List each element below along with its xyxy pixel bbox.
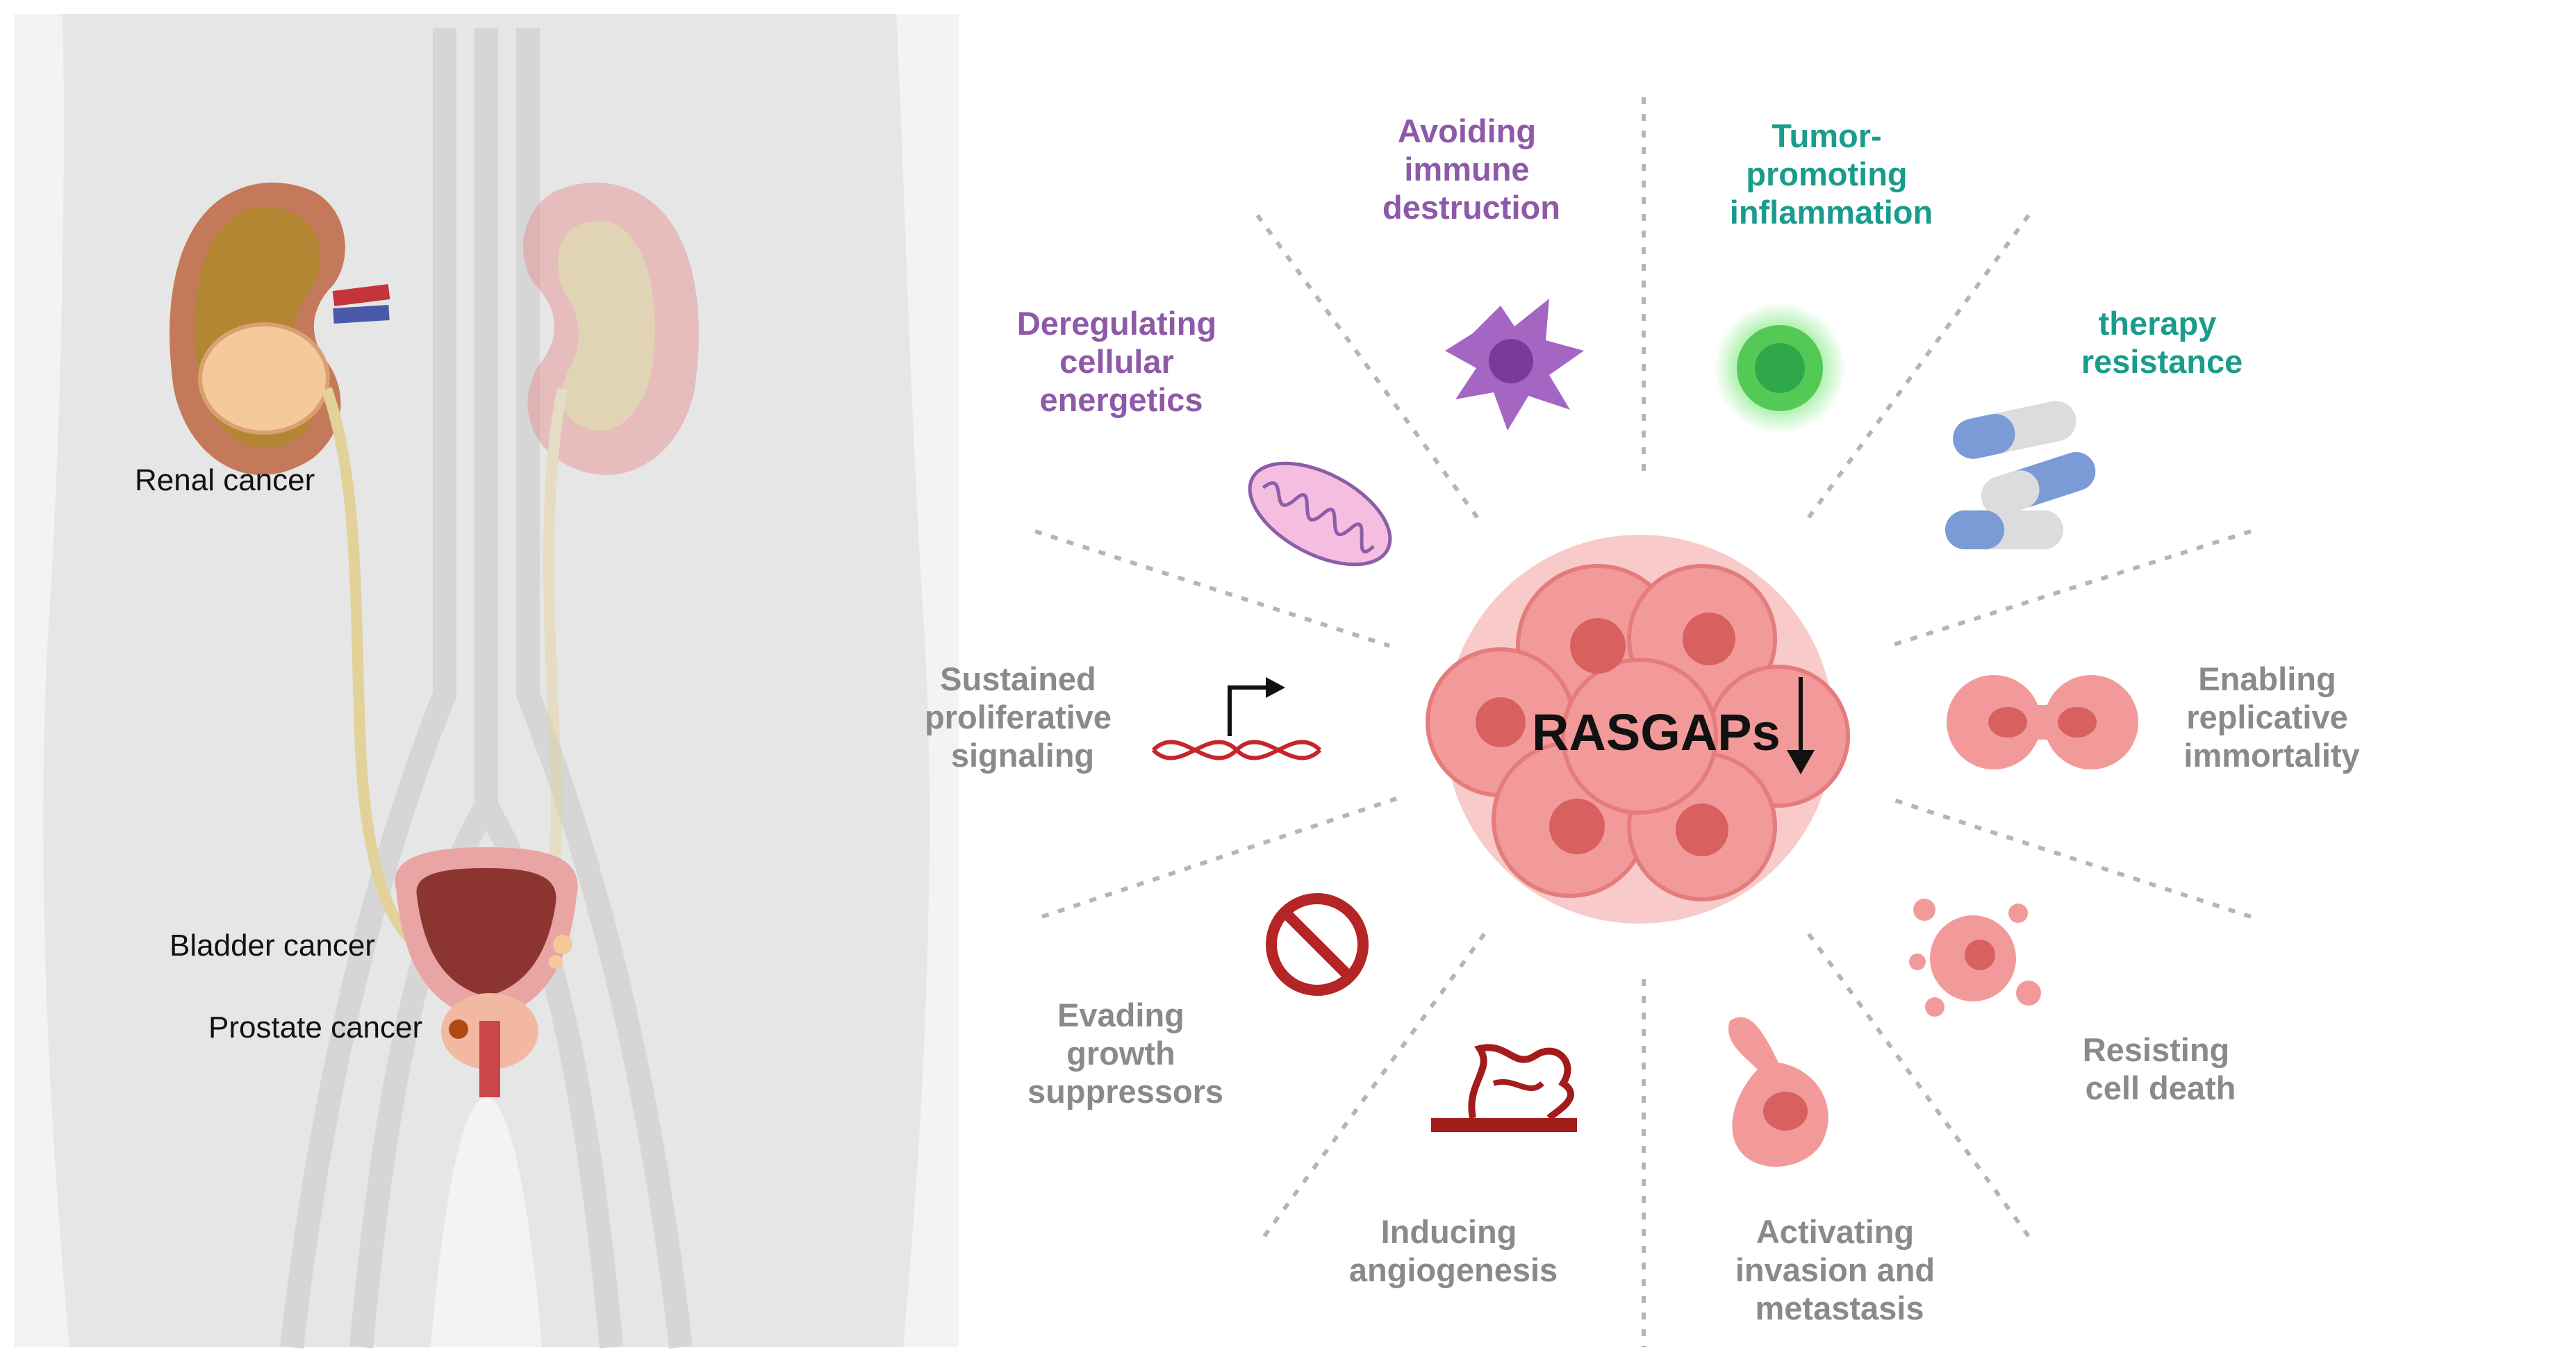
bladder-icon xyxy=(395,847,578,1021)
hallmark-therapy-label: therapy resistance xyxy=(2081,305,2243,380)
down-arrow-icon xyxy=(1787,677,1815,774)
hallmark-immune-label: Avoiding immune destruction xyxy=(1382,113,1560,226)
hallmark-immortality-label: Enabling replicative immortality xyxy=(2183,660,2359,774)
dividing-cell-icon xyxy=(1947,675,2138,769)
rasgaps-label: RASGAPs xyxy=(1532,704,1781,761)
left-kidney-icon xyxy=(170,182,421,949)
hallmark-energetics-label: Deregulating cellular energetics xyxy=(1017,305,1225,418)
prostate-tumor xyxy=(449,1019,468,1039)
prostate-cancer-label: Prostate cancer xyxy=(208,1010,422,1044)
hallmarks-panel: RASGAPs xyxy=(925,97,2360,1347)
renal-tumor xyxy=(198,322,330,435)
background-vessels xyxy=(280,28,693,1349)
hallmark-angiogenesis-label: Inducing angiogenesis xyxy=(1349,1213,1558,1288)
hallmark-inflammation-label: Tumor- promoting inflammation xyxy=(1730,117,1933,231)
migrating-cell-icon xyxy=(1728,1017,1828,1167)
dendritic-cell-icon xyxy=(1445,299,1584,431)
tumor-cluster-icon xyxy=(1426,535,1850,924)
hallmark-suppressors-label: Evading growth suppressors xyxy=(1027,997,1223,1110)
prohibited-sign-icon xyxy=(1266,893,1369,996)
hallmark-proliferative-label: Sustained proliferative signaling xyxy=(925,660,1121,774)
renal-cancer-label: Renal cancer xyxy=(135,463,315,497)
apoptotic-cell-icon xyxy=(1909,899,2041,1017)
hallmark-invasion-label: Activating invasion and metastasis xyxy=(1735,1213,1944,1326)
pills-icon xyxy=(1945,401,2096,549)
prostate-icon xyxy=(441,993,538,1097)
hallmark-death-label: Resisting cell death xyxy=(2083,1031,2239,1106)
blood-vessel-icon xyxy=(1431,1044,1577,1132)
bladder-cancer-label: Bladder cancer xyxy=(170,929,375,963)
dna-icon xyxy=(1151,677,1322,760)
body-panel: Renal cancer Bladder cancer Prostate can… xyxy=(14,14,959,1349)
inflammatory-cell-icon xyxy=(1714,302,1846,434)
mitochondria-icon xyxy=(1248,461,1392,567)
separator-lines xyxy=(1034,97,2252,1347)
